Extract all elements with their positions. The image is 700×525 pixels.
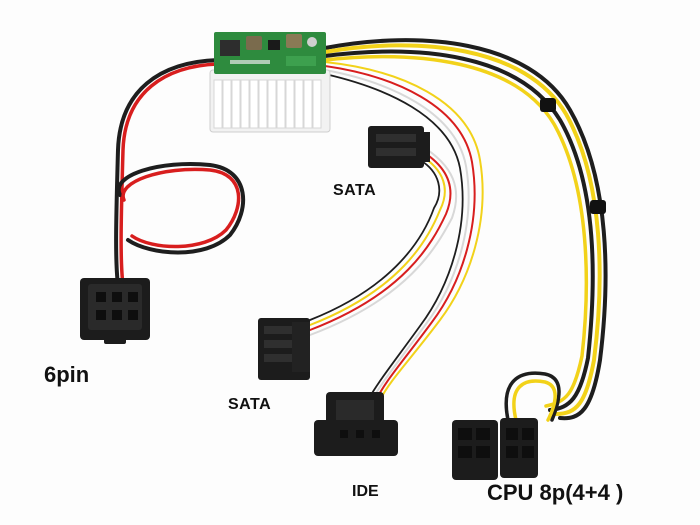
sata-top-label: SATA (333, 182, 377, 199)
six-pin-label: 6pin (44, 362, 90, 387)
cpu-label: CPU 8p(4+4 ) (487, 480, 624, 505)
cpu-cable (323, 38, 608, 422)
sata-connector-bottom (258, 318, 310, 380)
six-pin-connector (80, 278, 150, 344)
pico-psu-module (209, 32, 331, 133)
sata-connector-top (368, 126, 430, 168)
ide-connector (314, 392, 398, 456)
sata-bottom-label: SATA (228, 396, 272, 413)
ide-label: IDE (352, 483, 379, 500)
six-pin-cable (114, 58, 245, 287)
sata-ide-bundle (309, 61, 484, 401)
cpu-8p-connector (452, 418, 538, 480)
